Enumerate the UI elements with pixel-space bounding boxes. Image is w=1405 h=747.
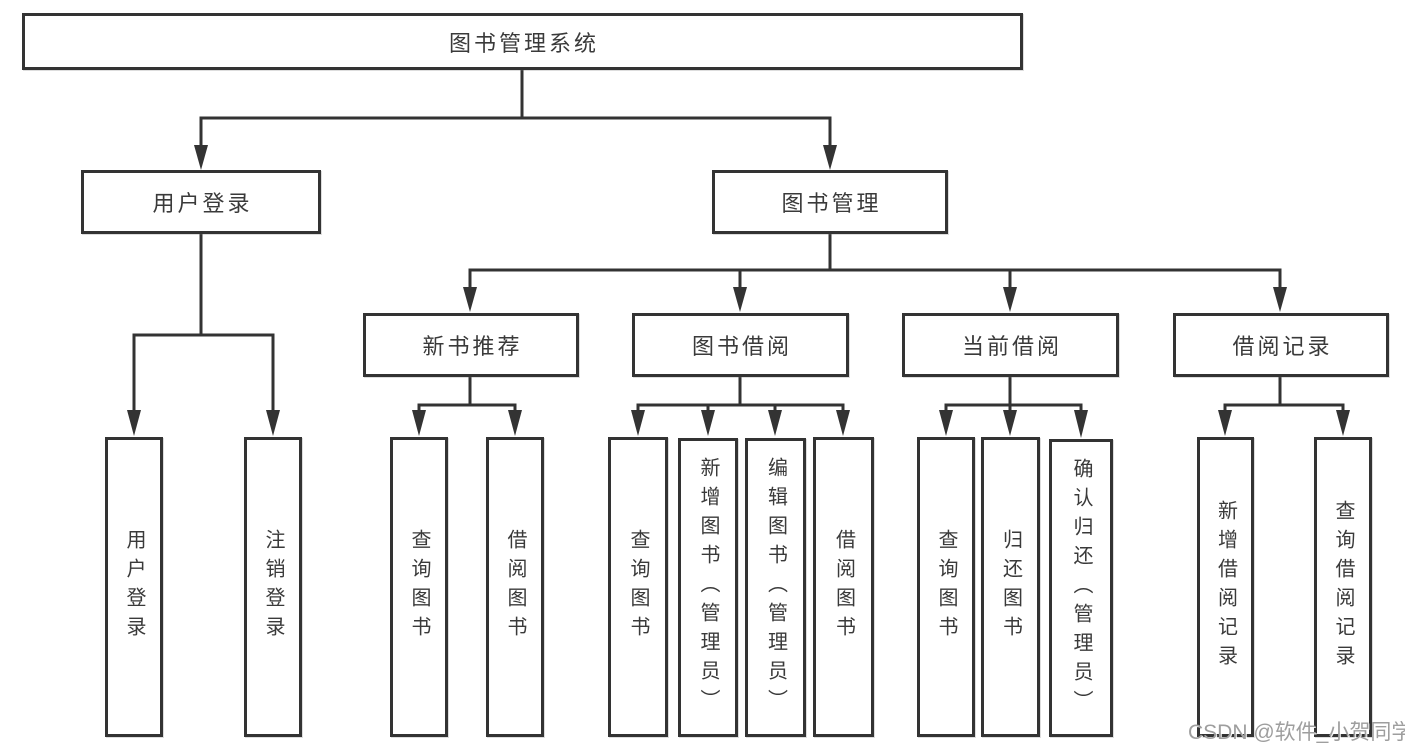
edges-borrow-records-to-leaves — [1218, 375, 1350, 436]
watermark: CSDN @软件_小贺同学 — [1188, 721, 1405, 744]
edges-current-borrow-to-leaves — [939, 375, 1088, 438]
node-book-borrowing: 图书借阅 — [632, 313, 849, 377]
node-leaf-user-login: 用户登录 — [105, 437, 163, 737]
edges-book-mgmt-to-level3 — [463, 232, 1287, 312]
node-root: 图书管理系统 — [22, 13, 1023, 70]
node-leaf-query-books-current: 查询图书 — [917, 437, 975, 737]
node-leaf-query-books-borrowing: 查询图书 — [608, 437, 668, 737]
node-book-management: 图书管理 — [712, 170, 948, 234]
node-leaf-return-books: 归还图书 — [981, 437, 1040, 737]
node-leaf-borrow-books-borrowing: 借阅图书 — [813, 437, 874, 737]
node-leaf-logout: 注销登录 — [244, 437, 302, 737]
node-user-login: 用户登录 — [81, 170, 321, 234]
node-new-book-recommend: 新书推荐 — [363, 313, 579, 377]
node-leaf-query-books-recommend: 查询图书 — [390, 437, 448, 737]
node-borrowing-records: 借阅记录 — [1173, 313, 1389, 377]
edges-book-borrow-to-leaves — [631, 375, 850, 436]
node-leaf-confirm-return-admin: 确认归还（管理员） — [1049, 439, 1113, 737]
node-leaf-query-borrow-record: 查询借阅记录 — [1314, 437, 1372, 737]
node-leaf-edit-books-admin: 编辑图书（管理员） — [745, 438, 806, 737]
node-leaf-borrow-books-recommend: 借阅图书 — [486, 437, 544, 737]
edges-new-book-rec-to-leaves — [412, 375, 522, 436]
edges-user-login-to-leaves — [127, 232, 280, 436]
node-leaf-add-books-admin: 新增图书（管理员） — [678, 438, 738, 737]
node-leaf-add-borrow-record: 新增借阅记录 — [1197, 437, 1254, 737]
edges-root-to-level2 — [194, 68, 837, 170]
node-current-borrowing: 当前借阅 — [902, 313, 1119, 377]
